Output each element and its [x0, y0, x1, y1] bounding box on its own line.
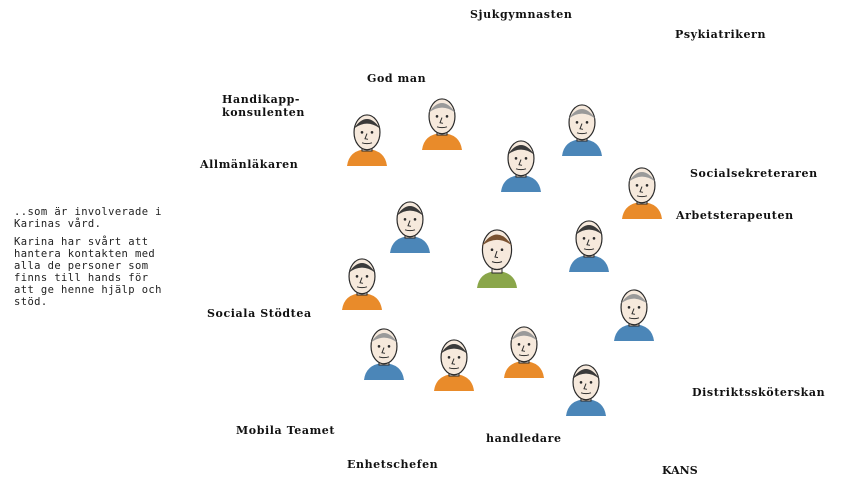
allmanlakare-face [386, 195, 434, 253]
sjukgymnast-face [497, 134, 545, 192]
enhetschef-face [430, 333, 478, 391]
label-arbetsterapeuten: Arbetsterapeuten [676, 209, 794, 222]
stodtea-face [338, 252, 386, 310]
karina-face [470, 222, 524, 288]
label-distriktsskoterskan: Distriktssköterskan [692, 386, 826, 399]
label-sjukgymnasten: Sjukgymnasten [470, 8, 573, 21]
label-socialsekreteraren: Socialsekreteraren [690, 167, 818, 180]
god-man-face [418, 92, 466, 150]
handikappkonsulent-face [343, 108, 391, 166]
arbetsterapeut-face [565, 214, 613, 272]
handledare-face [500, 320, 548, 378]
psykiatriker-face [558, 98, 606, 156]
label-kans: KANS [662, 464, 698, 477]
intro-line-1: ..som är involverade i Karinas vård. [14, 206, 162, 230]
socialsekreterare-face [618, 161, 666, 219]
intro-line-2: Karina har svårt att hantera kontakten m… [14, 236, 162, 308]
label-psykiatrikern: Psykiatrikern [675, 28, 767, 41]
mobila-team-face [360, 322, 408, 380]
distriktsskoterska-face [610, 283, 658, 341]
label-god-man: God man [367, 72, 427, 85]
label-handikappkonsulenten: Handikapp-konsulenten [222, 93, 305, 119]
intro-text: ..som är involverade i Karinas vård. Kar… [14, 206, 164, 314]
label-mobila-teamet: Mobila Teamet [236, 424, 336, 437]
label-sociala-stodtea: Sociala Stödtea [207, 307, 312, 320]
label-enhetschefen: Enhetschefen [347, 458, 439, 471]
kans-face [562, 358, 610, 416]
label-allmanlakaren: Allmänläkaren [200, 158, 299, 171]
label-handledare: handledare [486, 432, 562, 445]
